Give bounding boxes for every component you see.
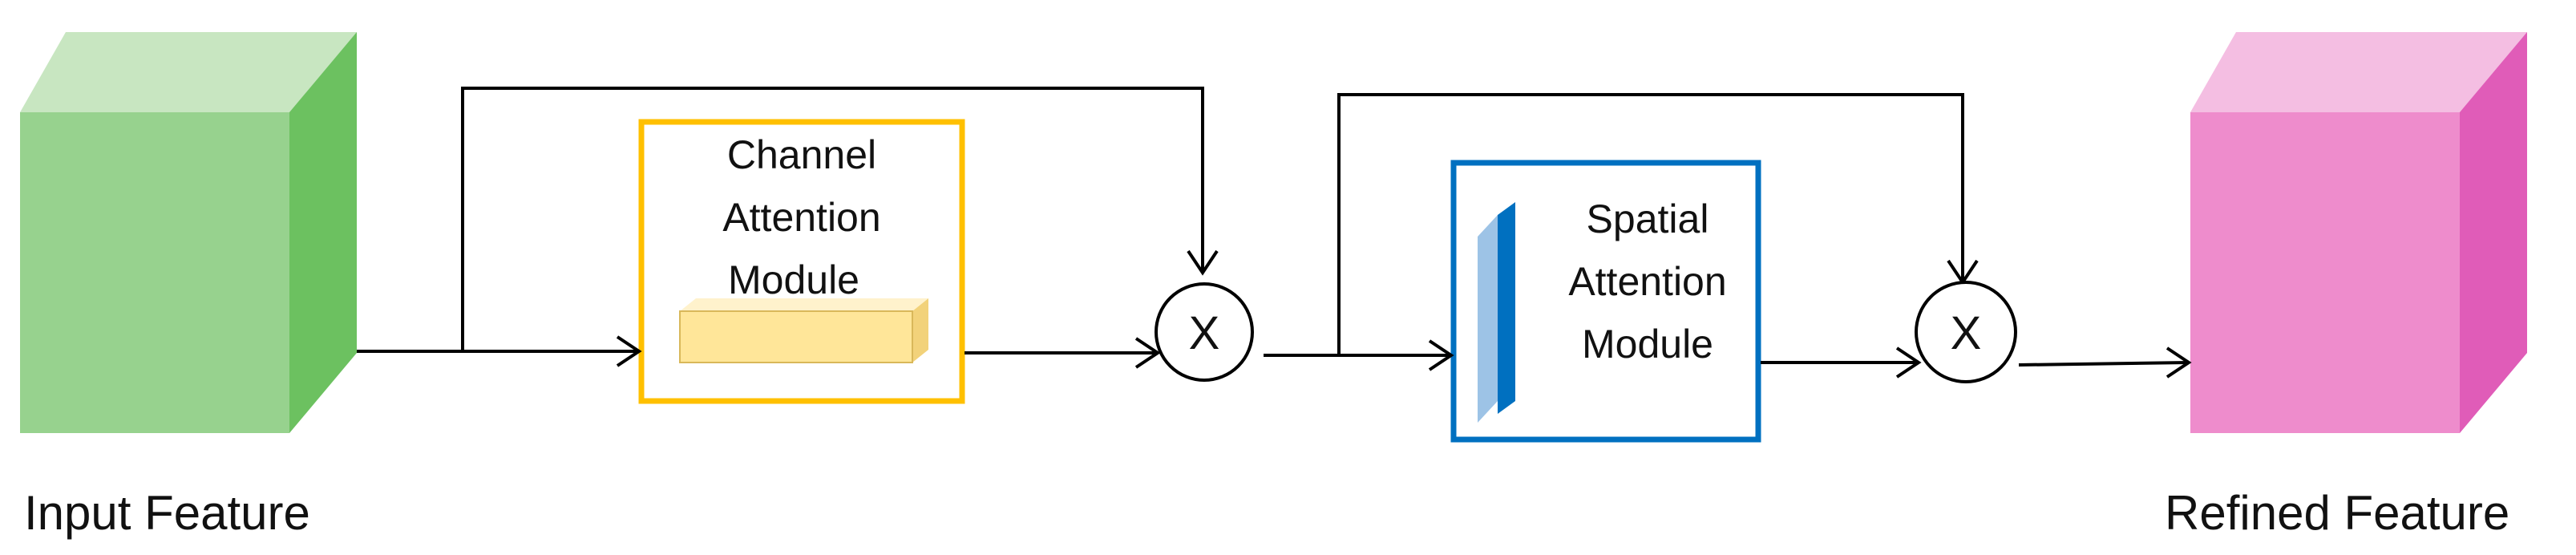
multiply-op-1-symbol: X xyxy=(1189,307,1220,359)
edge-skip-2 xyxy=(1337,93,1964,355)
input-cube-top xyxy=(20,32,357,112)
arrowhead-channel-in xyxy=(616,335,642,367)
refined-feature-cube xyxy=(2190,32,2527,433)
spatial-attention-line-3: Module xyxy=(1582,322,1713,367)
refined-cube-side xyxy=(2460,32,2527,433)
channel-attention-line-1: Channel xyxy=(727,132,876,177)
edge-skip-1 xyxy=(461,87,1204,351)
channel-attention-line-3: Module xyxy=(728,257,859,302)
channel-pool-bar xyxy=(679,298,928,363)
multiply-op-2-circle xyxy=(1915,281,2017,383)
arrowhead-mul2-left xyxy=(1895,346,1922,379)
input-cube-front xyxy=(20,112,289,433)
multiply-op-2: X xyxy=(1915,281,2017,383)
multiply-op-1: X xyxy=(1155,282,1254,382)
multiply-op-2-symbol: X xyxy=(1951,307,1982,359)
refined-feature-label: Refined Feature xyxy=(2165,486,2509,540)
refined-cube-front xyxy=(2190,112,2460,433)
input-feature-cube xyxy=(20,32,357,433)
refined-cube-top xyxy=(2190,32,2527,112)
spatial-attention-module: Spatial Attention Module xyxy=(1450,160,1761,443)
input-cube-side xyxy=(289,32,357,433)
channel-attention-line-2: Attention xyxy=(722,195,880,240)
input-feature-label: Input Feature xyxy=(24,486,310,540)
arrowhead-mul1-top xyxy=(1187,249,1219,276)
channel-attention-module: Channel Attention Module xyxy=(638,119,965,404)
connectors xyxy=(357,87,2192,379)
multiply-op-1-circle xyxy=(1155,282,1254,382)
arrowhead-spatial-in xyxy=(1428,339,1454,371)
spatial-attention-line-1: Spatial xyxy=(1587,196,1709,241)
arrowhead-mul1-left xyxy=(1134,337,1161,369)
edge-mul2-to-refined xyxy=(2018,361,2190,367)
spatial-map-plate xyxy=(1478,202,1515,423)
arrowhead-refined-in xyxy=(2166,346,2192,379)
spatial-attention-line-2: Attention xyxy=(1568,259,1726,304)
